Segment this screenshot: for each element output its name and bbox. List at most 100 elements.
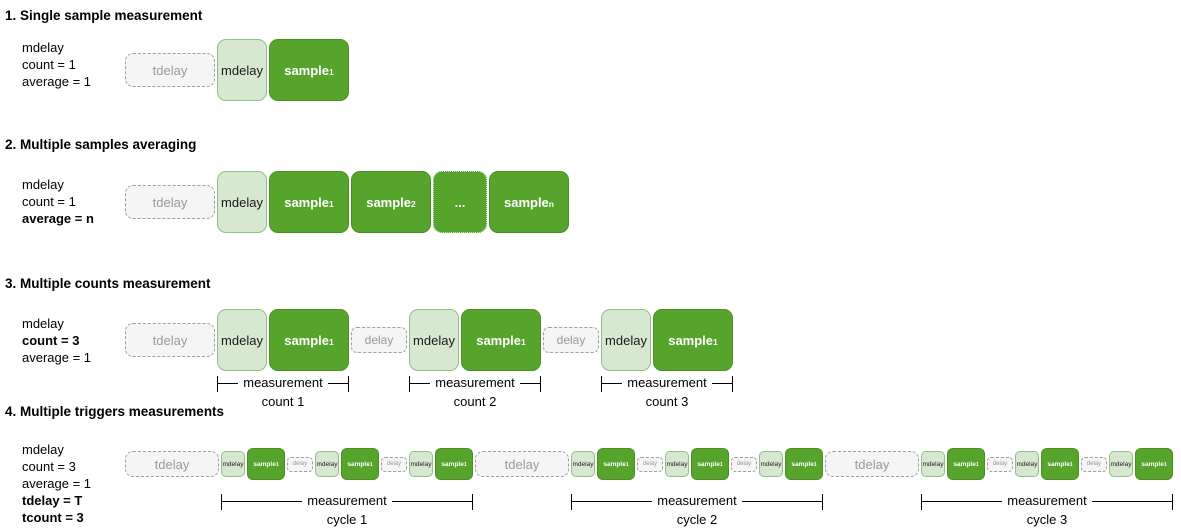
ellipsis-label: ... [454,194,466,210]
sample-label: sample [476,332,522,348]
sample-subscript: 1 [329,336,334,347]
sample-subscript: 1 [713,336,718,347]
bracket-cycle-3: measurement cycle 3 [921,493,1173,527]
tdelay-box: tdelay [125,53,215,87]
mdelay-box: mdelay [571,451,595,477]
sample-label: sample [284,62,330,78]
bracket-cycle-1: measurement cycle 1 [221,493,473,527]
param-line: mdelay [22,40,64,55]
sample-label: sample [668,332,714,348]
sample-subscript: 1 [813,461,817,468]
sample-label: sample [603,460,626,468]
delay-box: delay [987,456,1013,472]
bracket-label: measurement [622,375,712,390]
tdelay-box: tdelay [125,323,215,357]
sample-label: sample [441,460,464,468]
mdelay-box: mdelay [665,451,689,477]
sample-subscript: 1 [275,461,279,468]
delay-box: delay [381,456,407,472]
sample-subscript: 1 [1163,461,1167,468]
section-3-params: mdelay count = 3 average = 1 [22,315,91,366]
delay-box: delay [543,327,599,353]
section-2-title: 2. Multiple samples averaging [5,137,197,152]
sample-subscript: 1 [329,198,334,209]
param-line: tdelay = T [22,493,83,508]
bracket-sub: count 3 [645,394,689,409]
param-line: average = n [22,211,94,226]
bracket-count-3: measurement count 3 [601,375,733,409]
sample-label: sample [503,194,549,210]
sample-label: sample [366,194,412,210]
param-line: count = 3 [22,333,80,348]
sample-subscript: n [548,198,554,209]
bracket-sub: count 2 [453,394,497,409]
section-4-params: mdelay count = 3 average = 1 tdelay = T … [22,441,91,526]
mdelay-box: mdelay [217,39,267,101]
sample-label: sample [347,460,370,468]
delay-box: delay [637,456,663,472]
sample-label: sample [1141,460,1164,468]
mdelay-box: mdelay [221,451,245,477]
param-line: count = 1 [22,57,76,72]
sample-label: sample [253,460,276,468]
sample-label: sample [953,460,976,468]
param-line: average = 1 [22,74,92,89]
mdelay-box: mdelay [1015,451,1039,477]
bracket-sub: cycle 2 [676,512,718,527]
sample-label: sample [1047,460,1070,468]
sample-subscript: 1 [719,461,723,468]
param-line: mdelay [22,177,64,192]
bracket-sub: count 1 [261,394,305,409]
sample-subscript: 2 [411,198,416,209]
mdelay-box: mdelay [601,309,651,371]
ellipsis-box: ... [433,171,487,233]
delay-box: delay [731,456,757,472]
delay-box: delay [287,456,313,472]
sample-subscript: 1 [521,336,526,347]
mdelay-box: mdelay [759,451,783,477]
tdelay-box: tdelay [475,451,569,477]
section-3-title: 3. Multiple counts measurement [5,276,211,291]
bracket-label: measurement [430,375,520,390]
bracket-label: measurement [1002,493,1092,508]
param-line: average = 1 [22,476,92,491]
sample-subscript: 1 [329,66,334,77]
mdelay-box: mdelay [217,171,267,233]
sample-subscript: 1 [1069,461,1073,468]
param-line: count = 3 [22,459,76,474]
bracket-count-1: measurement count 1 [217,375,349,409]
bracket-sub: cycle 3 [1026,512,1068,527]
section-1-title: 1. Single sample measurement [5,8,203,23]
sample-subscript: 1 [463,461,467,468]
delay-box: delay [1081,456,1107,472]
bracket-count-2: measurement count 2 [409,375,541,409]
sample-label: sample [284,332,330,348]
tdelay-box: tdelay [125,451,219,477]
param-line: mdelay [22,442,64,457]
section-2-params: mdelay count = 1 average = n [22,176,94,227]
mdelay-box: mdelay [409,451,433,477]
section-4-title: 4. Multiple triggers measurements [5,404,225,419]
sample-label: sample [284,194,330,210]
sample-subscript: 1 [369,461,373,468]
sample-label: sample [697,460,720,468]
